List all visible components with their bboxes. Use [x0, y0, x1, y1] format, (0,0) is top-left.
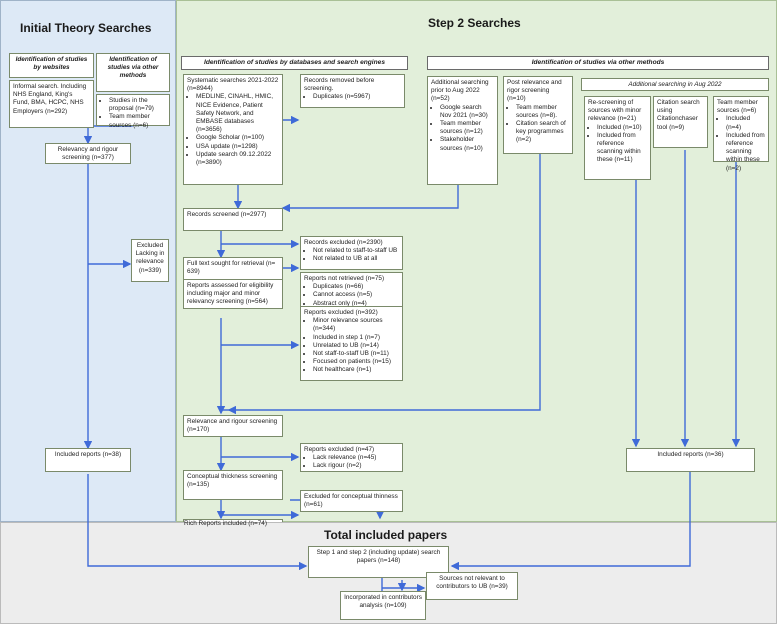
rec-excl-intro: Records excluded (n=2390)	[304, 239, 383, 246]
additional-searching-box: Additional searching prior to Aug 2022 (…	[427, 76, 498, 185]
db-header: Identification of studies by databases a…	[181, 56, 408, 70]
aug-2022-header: Additional searching in Aug 2022	[581, 78, 769, 91]
rescreen-item: Included (n=10)	[597, 124, 647, 132]
rep-excl-item: Included in step 1 (n=7)	[313, 334, 399, 342]
rescreening-box: Re-screening of sources with minor relev…	[584, 96, 651, 180]
reports-excluded-box: Reports excluded (n=392) Minor relevance…	[300, 306, 403, 381]
left-other-item: Studies in the proposal (n=79)	[109, 97, 166, 113]
relevancy-rigour-box: Relevancy and rigour screening (n=377)	[45, 143, 131, 164]
additional-intro: Additional searching prior to Aug 2022 (…	[431, 79, 489, 103]
step12-papers-box: Step 1 and step 2 (including update) sea…	[308, 546, 449, 578]
rep-excl2-item: Lack rigour (n=2)	[313, 462, 399, 470]
rep-excl-item: Unrelated to UB (n=14)	[313, 342, 399, 350]
reports-assessed-box: Reports assessed for eligibility includi…	[183, 279, 283, 309]
other-included-box: Included reports (n=36)	[626, 448, 755, 472]
rep-excl-item: Not staff-to-staff UB (n=11)	[313, 350, 399, 358]
not-retrieved-item: Duplicates (n=66)	[313, 283, 399, 291]
websites-header: Identification of studies by websites	[9, 53, 94, 78]
conceptual-thickness-box: Conceptual thickness screening (n=135)	[183, 470, 283, 500]
rich-reports-box: Rich Reports included (n=74)	[183, 519, 283, 527]
not-retrieved-intro: Reports not retrieved (n=75)	[304, 275, 385, 282]
incorporated-box: Incorporated in contributors analysis (n…	[340, 591, 426, 620]
systematic-item: Google Scholar (n=100)	[196, 134, 279, 142]
team-intro: Team member sources (n=6)	[717, 99, 758, 115]
removed-intro: Records removed before screening.	[304, 77, 375, 93]
rec-excl-item: Not related to UB at all	[313, 255, 399, 263]
relevance-rigour-box: Relevance and rigour screening (n=170)	[183, 415, 283, 437]
systematic-searches-box: Systematic searches 2021-2022 (n=8944) M…	[183, 74, 283, 185]
post-item: Citation search of key programmes (n=2)	[516, 120, 569, 145]
rep-excl2-intro: Reports excluded (n=47)	[304, 446, 375, 453]
systematic-item: Update search 09.12.2022 (n=3890)	[196, 151, 279, 167]
full-text-box: Full text sought for retrieval (n= 639)	[183, 257, 283, 280]
total-included-title: Total included papers	[324, 528, 448, 542]
post-intro: Post relevance and rigor screening (n=10…	[507, 79, 562, 103]
rescreen-item: Included from reference scanning within …	[597, 132, 647, 165]
informal-search-box: Informal search. Including NHS England, …	[9, 80, 94, 128]
initial-searches-title: Initial Theory Searches	[20, 21, 152, 35]
records-excluded-box: Records excluded (n=2390) Not related to…	[300, 236, 403, 270]
left-other-item: Team member sources (n=6)	[109, 113, 166, 129]
conceptual-excluded-box: Excluded for conceptual thinness (n=61)	[300, 490, 403, 512]
rec-excl-item: Not related to staff-to-staff UB	[313, 247, 399, 255]
rescreen-intro: Re-screening of sources with minor relev…	[588, 99, 642, 123]
additional-item: Team member sources (n=12)	[440, 120, 494, 136]
post-item: Team member sources (n=8).	[516, 104, 569, 120]
systematic-intro: Systematic searches 2021-2022 (n=8944)	[187, 77, 279, 93]
team-item: Included (n=4)	[726, 115, 765, 131]
rep-excl-intro: Reports excluded (n=392)	[304, 309, 378, 316]
left-excluded-box: Excluded Lacking in relevance (n=339)	[131, 239, 169, 282]
records-removed-box: Records removed before screening. Duplic…	[300, 74, 405, 108]
removed-item: Duplicates (n=5967)	[313, 93, 401, 101]
team-member-box: Team member sources (n=6) Included (n=4)…	[713, 96, 769, 172]
not-retrieved-item: Abstract only (n=4)	[313, 300, 399, 308]
reports-not-retrieved-box: Reports not retrieved (n=75) Duplicates …	[300, 272, 403, 308]
team-item: Included from reference scanning within …	[726, 132, 765, 173]
not-retrieved-item: Cannot access (n=5)	[313, 291, 399, 299]
other-methods-header: Identification of studies via other meth…	[427, 56, 769, 70]
citation-search-box: Citation search using Citationchaser too…	[653, 96, 708, 148]
rep-excl-item: Not healthcare (n=1)	[313, 366, 399, 374]
rep-excl-item: Focused on patients (n=15)	[313, 358, 399, 366]
left-included-box: Included reports (n=38)	[45, 448, 131, 472]
records-screened-box: Records screened (n=2977)	[183, 208, 283, 231]
systematic-item: MEDLINE, CINAHL, HMIC, NICE Evidence, Pa…	[196, 93, 279, 134]
post-relevance-box: Post relevance and rigor screening (n=10…	[503, 76, 573, 154]
additional-item: Google search Nov 2021 (n=30)	[440, 104, 494, 120]
rep-excl2-item: Lack relevance (n=45)	[313, 454, 399, 462]
rep-excl-item: Minor relevance sources (n=344)	[313, 317, 399, 333]
left-other-methods-header: Identification of studies via other meth…	[96, 53, 170, 92]
step2-searches-title: Step 2 Searches	[428, 16, 521, 30]
not-relevant-box: Sources not relevant to contributors to …	[426, 572, 518, 600]
reports-excluded-2-box: Reports excluded (n=47) Lack relevance (…	[300, 443, 403, 472]
additional-item: Stakeholder sources (n=10)	[440, 136, 494, 152]
systematic-item: USA update (n=1298)	[196, 143, 279, 151]
left-other-methods-box: Studies in the proposal (n=79) Team memb…	[96, 94, 170, 129]
